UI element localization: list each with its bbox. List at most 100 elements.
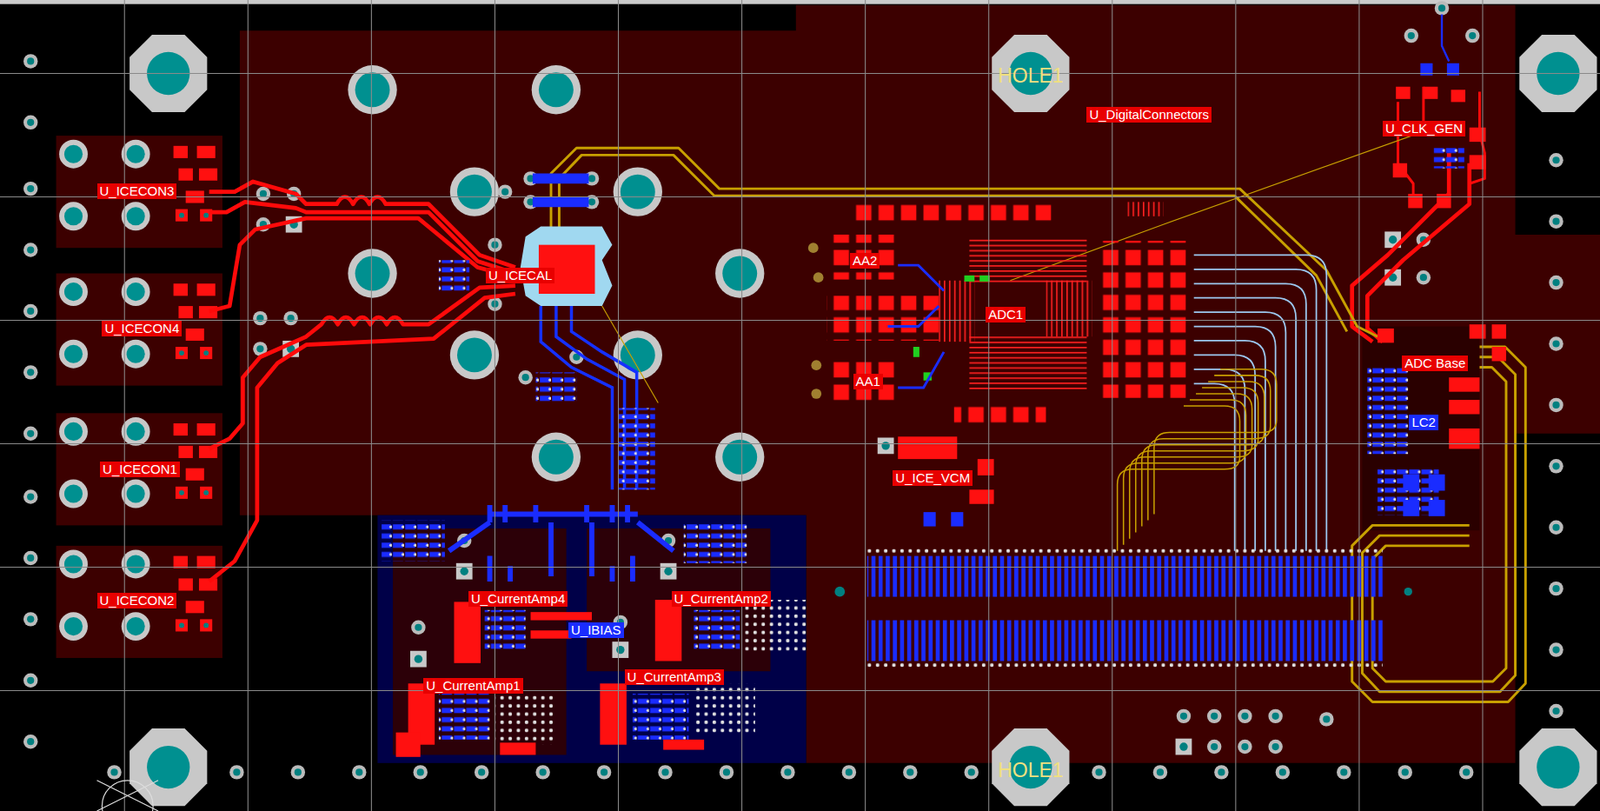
adc-area <box>1127 201 1163 216</box>
hole-label: HOLE1 <box>997 64 1063 87</box>
adc-base <box>1402 499 1420 517</box>
adc-base <box>1448 377 1480 392</box>
vias <box>1275 764 1290 779</box>
vias <box>1548 213 1563 228</box>
yellow-traces <box>1361 357 1515 692</box>
part-label: U_ICECON3 <box>97 183 178 200</box>
ice-vcm <box>977 458 995 476</box>
current-amps <box>632 693 690 740</box>
vias <box>1176 709 1191 724</box>
current-amps <box>693 683 755 735</box>
vias <box>1404 28 1419 43</box>
clk-gen <box>1393 13 1487 208</box>
vias <box>842 764 857 779</box>
vias <box>810 359 822 371</box>
icecal-area <box>438 259 470 291</box>
current-amps <box>744 599 806 651</box>
clk-gen <box>1393 163 1408 178</box>
clk-gen <box>1469 154 1487 169</box>
vias <box>23 673 38 688</box>
adc-area <box>964 275 976 282</box>
vias <box>1336 764 1351 779</box>
vias <box>229 764 244 779</box>
adc-base <box>1428 499 1446 517</box>
grid-lines <box>741 0 743 811</box>
current-amps <box>396 732 421 757</box>
adc-base <box>1492 346 1507 361</box>
vias <box>1548 642 1563 657</box>
vias <box>660 563 678 580</box>
yellow-traces <box>551 122 1526 703</box>
vias <box>252 311 267 326</box>
digital-connector <box>867 546 1383 555</box>
grid-lines <box>0 319 1600 321</box>
grid-lines <box>0 73 1600 74</box>
grid-lines <box>0 443 1600 445</box>
ice-vcm <box>897 436 957 459</box>
current-amps <box>381 504 806 757</box>
current-amps <box>663 739 704 751</box>
vias <box>1398 764 1413 779</box>
part-label: U_ICECAL <box>485 267 555 284</box>
current-amps <box>438 693 491 740</box>
adc-area <box>851 204 1054 227</box>
grid-lines <box>864 0 866 811</box>
part-label: U_ICECON1 <box>99 461 180 478</box>
adc-area <box>826 295 939 341</box>
vias <box>1404 587 1413 596</box>
part-label: U_CurrentAmp4 <box>468 590 568 607</box>
current-amps <box>494 693 556 745</box>
vias <box>780 764 795 779</box>
clk-gen <box>1451 89 1466 102</box>
vias <box>1091 764 1106 779</box>
vias <box>23 181 38 196</box>
grid-lines <box>247 0 249 811</box>
mounting-holes <box>715 248 764 298</box>
vias <box>535 764 550 779</box>
fan-traces <box>1194 369 1246 552</box>
grid-lines <box>371 0 372 811</box>
vias <box>719 764 734 779</box>
adc-area <box>969 334 1087 392</box>
adc-base <box>1402 474 1420 492</box>
part-label: ADC1 <box>985 306 1026 323</box>
vias <box>23 426 38 441</box>
board-ground <box>0 0 1600 5</box>
adc-base <box>1428 474 1446 492</box>
digital-connector <box>867 620 1383 662</box>
vias <box>1548 336 1563 351</box>
adc-area <box>1100 240 1190 399</box>
board-ground <box>392 528 567 756</box>
adc-base <box>1448 440 1480 449</box>
part-label: LC2 <box>1408 414 1439 431</box>
part-label: U_CLK_GEN <box>1382 120 1466 137</box>
vias <box>813 272 824 283</box>
vias <box>23 0 1564 779</box>
mounting-holes <box>347 248 397 298</box>
vias <box>23 304 38 319</box>
origin-marker <box>97 780 159 811</box>
vias <box>834 586 845 598</box>
ice-vcm <box>950 511 963 526</box>
fan-traces <box>1194 254 1328 551</box>
grid-lines <box>0 690 1600 691</box>
part-label: U_ICE_VCM <box>892 470 973 486</box>
edge-connectors <box>56 273 223 386</box>
board-ground <box>239 5 1600 764</box>
part-label: U_ICECON4 <box>101 320 182 337</box>
mounting-holes <box>450 166 499 216</box>
adc-base <box>1367 324 1507 517</box>
edge-connectors <box>56 135 223 248</box>
icecal-area <box>520 226 613 307</box>
vias <box>23 242 38 257</box>
adc-area <box>1045 280 1092 338</box>
current-amps <box>499 742 536 755</box>
fan-traces <box>1194 254 1328 551</box>
vias <box>1319 711 1334 726</box>
vias <box>1548 398 1563 412</box>
adc-base <box>1448 428 1480 443</box>
part-label: U_CurrentAmp1 <box>423 677 523 694</box>
part-label: U_CurrentAmp3 <box>624 669 724 685</box>
mounting-holes <box>531 432 581 482</box>
